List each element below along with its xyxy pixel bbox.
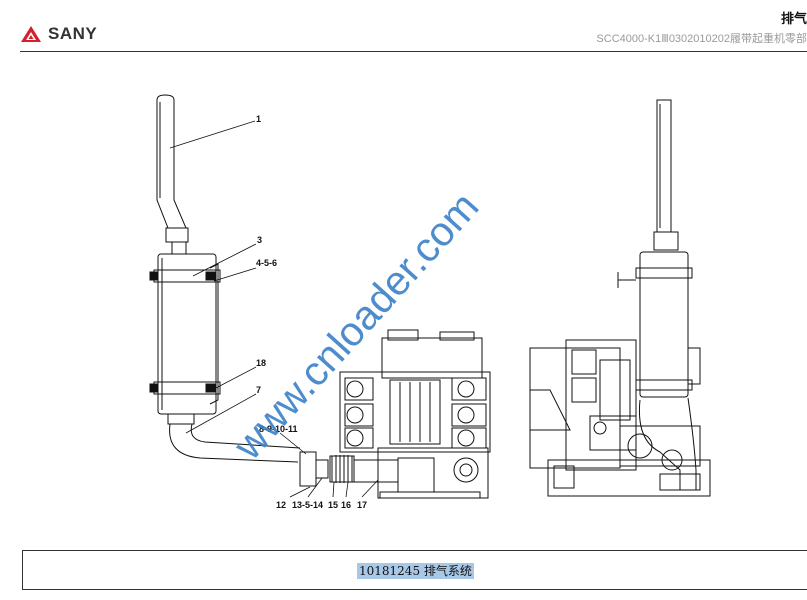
- sany-logo: SANY: [20, 24, 97, 44]
- callout-15: 15: [328, 500, 338, 510]
- callout-16: 16: [341, 500, 351, 510]
- drawing-caption: 10181245 排气系统: [357, 563, 474, 579]
- callout-13-5-14: 13-5-14: [292, 500, 323, 510]
- callout-4-5-6: 4-5-6: [256, 258, 277, 268]
- sheet-title: 排气: [780, 11, 807, 26]
- exhaust-system-drawing: 1 3 4-5-6 18 7 8-9-10-11 12 13-5-14 15 1…: [149, 94, 711, 510]
- exhaust-stack-side-view: [149, 94, 399, 487]
- watermark-text: www.cnloader.com: [224, 183, 488, 469]
- callout-1: 1: [256, 114, 261, 124]
- callout-8-9-10-11: 8-9-10-11: [259, 424, 298, 434]
- page-header: SANY 排气 SCC4000-K1Ⅲ0302010202履带起重机零部: [0, 0, 807, 52]
- callout-12: 12: [276, 500, 286, 510]
- callout-17: 17: [357, 500, 367, 510]
- callout-labels: 1 3 4-5-6 18 7 8-9-10-11 12 13-5-14 15 1…: [256, 114, 367, 510]
- sany-logo-icon: [21, 26, 41, 42]
- callout-leaders: [169, 120, 379, 498]
- caption-box: [22, 550, 807, 590]
- sheet-subtitle: SCC4000-K1Ⅲ0302010202履带起重机零部: [596, 33, 807, 45]
- callout-3: 3: [257, 235, 262, 245]
- callout-7: 7: [256, 385, 261, 395]
- engine-side-view: [339, 329, 491, 499]
- exhaust-system-front-view: [529, 99, 711, 497]
- brand-name: SANY: [48, 24, 98, 43]
- header-divider: [20, 51, 807, 52]
- callout-18: 18: [256, 358, 266, 368]
